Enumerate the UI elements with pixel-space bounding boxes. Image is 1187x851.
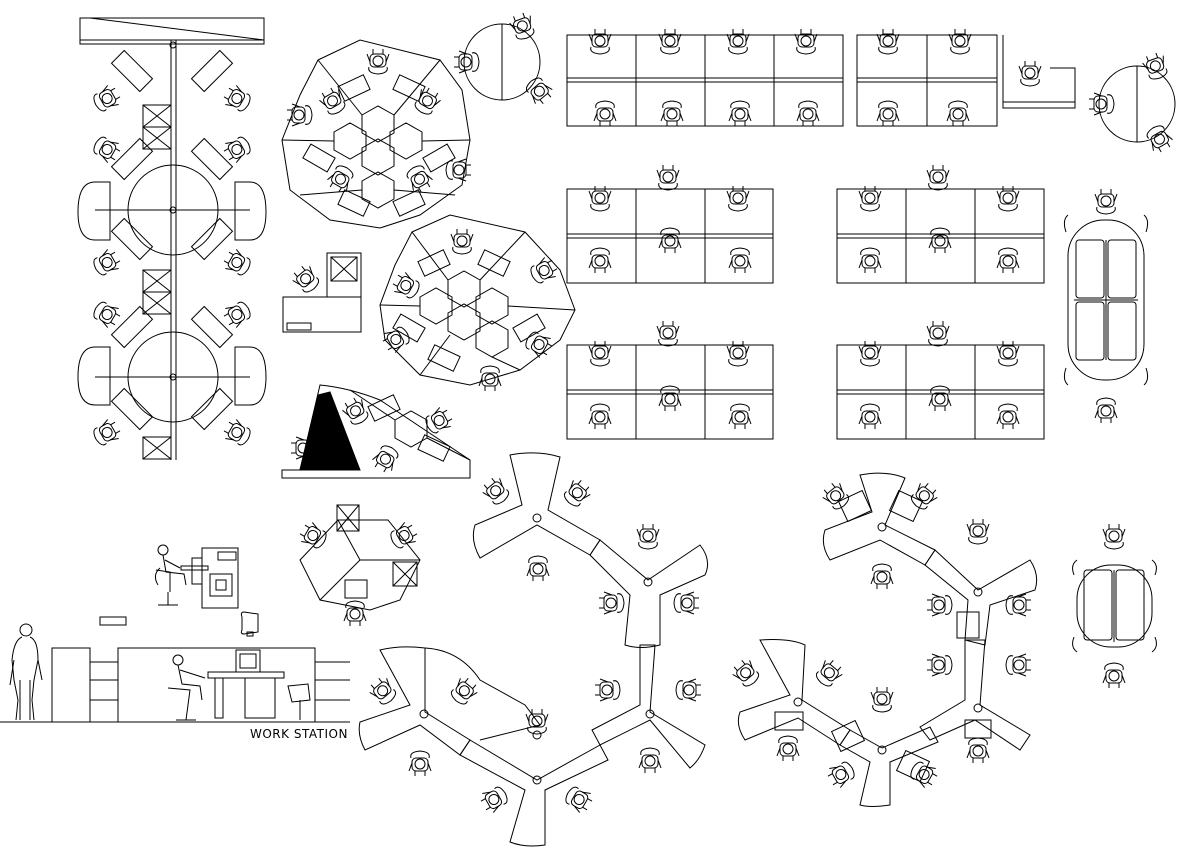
linear-workstation-row-top: [567, 28, 1075, 127]
work-station-label: WORK STATION: [250, 727, 348, 741]
round-meeting-table-right: [1088, 50, 1176, 156]
l-shaped-workstation: [283, 253, 361, 332]
y-shaped-workstation-cluster-center: [359, 453, 707, 846]
linear-workstation-block-2: [837, 164, 1044, 283]
vertical-workstation-cluster: [78, 18, 266, 460]
linear-workstation-block-3: [567, 320, 773, 439]
conference-table-long: [1064, 188, 1147, 424]
linear-workstation-block-1: [567, 164, 773, 283]
triangular-workstation-pod: [296, 505, 420, 627]
linear-workstation-block-4: [837, 320, 1044, 439]
y-shaped-workstation-cluster-right: [729, 473, 1037, 806]
conference-table-short: [1073, 523, 1157, 689]
hexagon-workstation-cluster: [282, 40, 575, 478]
elevation-seated-person-desk: [100, 545, 258, 636]
round-meeting-table-top: [453, 10, 556, 108]
elevation-work-station: [0, 624, 350, 722]
